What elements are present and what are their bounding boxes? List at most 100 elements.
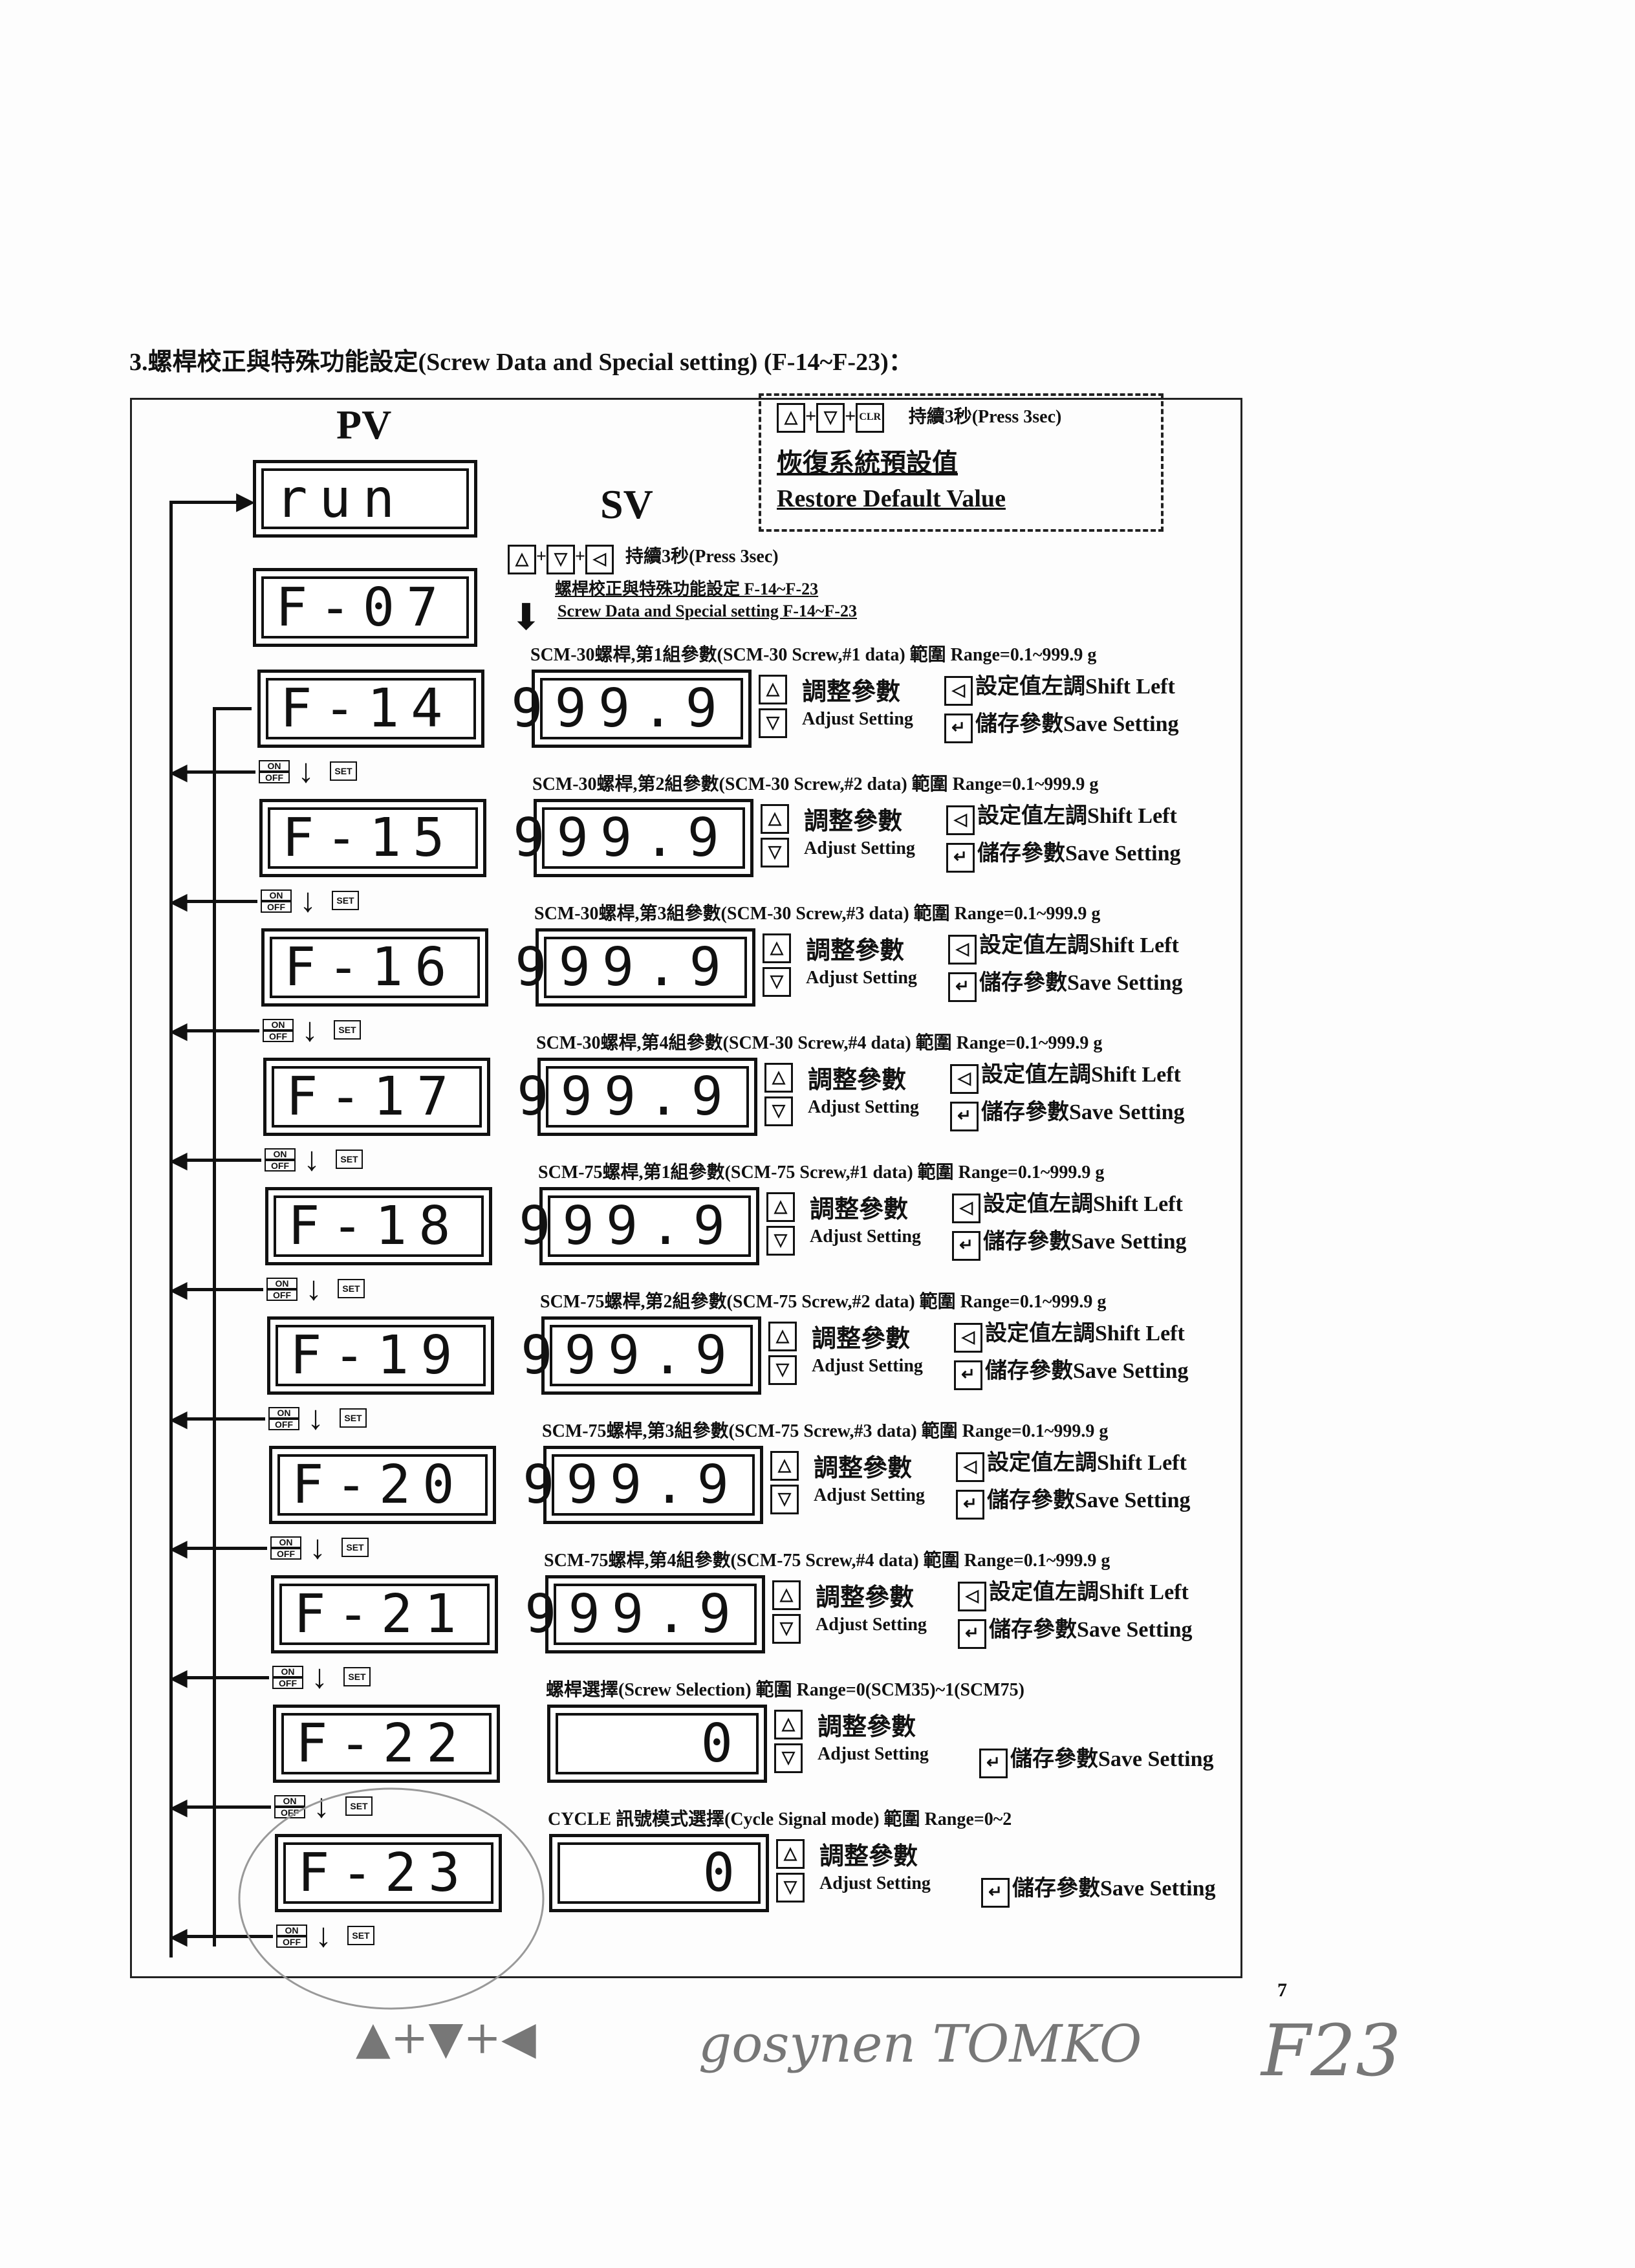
- sv-value: 0: [558, 1842, 761, 1904]
- down-button-icon[interactable]: ▽: [759, 708, 787, 738]
- save-row: ↵ 儲存參數Save Setting: [948, 965, 1183, 1003]
- save-row: ↵ 儲存參數Save Setting: [956, 1482, 1191, 1520]
- up-button-icon[interactable]: △: [776, 1839, 805, 1869]
- arrow-down-icon: ↓: [299, 882, 316, 919]
- enter-button-icon[interactable]: ↵: [979, 1749, 1008, 1779]
- return-arrow: [178, 900, 257, 903]
- sv-value: 999.9: [523, 1454, 755, 1516]
- down-button-icon[interactable]: ▽: [766, 1226, 795, 1256]
- save-row: ↵ 儲存參數Save Setting: [981, 1870, 1216, 1908]
- pv-run-text: run: [261, 468, 469, 530]
- up-button-icon[interactable]: △: [766, 1192, 795, 1222]
- set-key-icon: SET: [341, 1538, 369, 1557]
- off-text: OFF: [266, 1289, 298, 1301]
- enter-button-icon[interactable]: ↵: [981, 1878, 1010, 1908]
- shift-left-row: ◁ 設定值左調Shift Left: [958, 1574, 1189, 1612]
- adjust-buttons: △ ▽: [759, 675, 787, 738]
- sv-value: 999.9: [511, 678, 743, 739]
- shift-left-button-icon[interactable]: ◁: [948, 935, 977, 965]
- up-key-icon: △: [777, 403, 805, 433]
- down-button-icon[interactable]: ▽: [764, 1096, 793, 1126]
- enter-button-icon[interactable]: ↵: [944, 714, 973, 744]
- shift-left-button-icon[interactable]: ◁: [954, 1323, 982, 1353]
- sv-value: 0: [556, 1713, 759, 1774]
- row-caption: SCM-30螺桿,第2組參數(SCM-30 Screw,#2 data) 範圍 …: [532, 774, 1099, 794]
- adjust-buttons: △ ▽: [770, 1451, 799, 1514]
- up-button-icon[interactable]: △: [761, 804, 789, 834]
- off-text: OFF: [263, 1030, 294, 1042]
- adjust-buttons: △ ▽: [763, 933, 791, 997]
- adjust-zh: 調整參數: [806, 937, 905, 965]
- down-button-icon[interactable]: ▽: [761, 838, 789, 867]
- enter-button-icon[interactable]: ↵: [956, 1490, 984, 1520]
- enter-button-icon[interactable]: ↵: [948, 972, 977, 1003]
- shift-left-button-icon[interactable]: ◁: [958, 1582, 986, 1612]
- enter-button-icon[interactable]: ↵: [954, 1360, 982, 1391]
- pv-f07-text: F-07: [261, 576, 469, 638]
- down-button-icon[interactable]: ▽: [763, 967, 791, 997]
- up-button-icon[interactable]: △: [763, 933, 791, 963]
- shift-left-button-icon[interactable]: ◁: [952, 1194, 980, 1224]
- adjust-en: Adjust Setting: [804, 838, 915, 858]
- pv-code: F-17: [272, 1066, 482, 1128]
- pv-display-f-15: F-15: [259, 799, 486, 877]
- save-label: 儲存參數Save Setting: [1010, 1747, 1214, 1771]
- up-button-icon[interactable]: △: [764, 1063, 793, 1093]
- row-caption: SCM-30螺桿,第1組參數(SCM-30 Screw,#1 data) 範圍 …: [530, 645, 1097, 665]
- up-button-icon[interactable]: △: [770, 1451, 799, 1481]
- adjust-en: Adjust Setting: [812, 1356, 923, 1376]
- shift-left-row: ◁ 設定值左調Shift Left: [956, 1445, 1187, 1483]
- plus: +: [536, 547, 547, 567]
- down-button-icon[interactable]: ▽: [772, 1614, 801, 1644]
- save-label: 儲存參數Save Setting: [985, 1359, 1189, 1383]
- down-button-icon[interactable]: ▽: [770, 1485, 799, 1514]
- down-button-icon[interactable]: ▽: [776, 1873, 805, 1903]
- up-button-icon[interactable]: △: [759, 675, 787, 704]
- adjust-zh: 調整參數: [808, 1067, 907, 1094]
- shift-left-button-icon[interactable]: ◁: [946, 805, 975, 836]
- adjust-buttons: △ ▽: [768, 1322, 797, 1385]
- shift-left-label: 設定值左調Shift Left: [983, 1192, 1183, 1216]
- adjust-en: Adjust Setting: [810, 1227, 921, 1247]
- up-button-icon[interactable]: △: [772, 1580, 801, 1610]
- pv-display-run: run: [253, 460, 477, 538]
- on-text: ON: [272, 1666, 303, 1677]
- enter-button-icon[interactable]: ↵: [958, 1619, 986, 1650]
- set-key-icon: SET: [334, 1020, 361, 1040]
- down-button-icon[interactable]: ▽: [768, 1355, 797, 1385]
- down-button-icon[interactable]: ▽: [774, 1743, 803, 1773]
- arrow-left-icon: ◀: [169, 1147, 188, 1173]
- sv-value: 999.9: [519, 1195, 751, 1257]
- handwritten-note: gosynen TOMKO: [698, 2014, 1142, 2074]
- set-key-icon: SET: [347, 1926, 374, 1945]
- shift-left-button-icon[interactable]: ◁: [944, 676, 973, 706]
- up-button-icon[interactable]: △: [774, 1710, 803, 1739]
- enter-button-icon[interactable]: ↵: [952, 1231, 980, 1261]
- sv-display: 999.9: [519, 1187, 759, 1265]
- off-text: OFF: [261, 901, 292, 913]
- arrow-left-icon: ◀: [169, 1406, 188, 1432]
- save-row: ↵ 儲存參數Save Setting: [952, 1223, 1187, 1261]
- shift-left-button-icon[interactable]: ◁: [956, 1452, 984, 1483]
- up-button-icon[interactable]: △: [768, 1322, 797, 1351]
- shift-left-label: 設定值左調Shift Left: [989, 1580, 1189, 1604]
- arrow-down-icon: ↓: [311, 1659, 328, 1696]
- pv-code: F-20: [277, 1454, 488, 1516]
- set-key-icon: SET: [336, 1150, 363, 1169]
- enter-button-icon[interactable]: ↵: [950, 1102, 979, 1132]
- clr-key-icon: CLR: [856, 403, 885, 433]
- sv-display: 999.9: [523, 1446, 763, 1524]
- shift-left-row: ◁ 設定值左調Shift Left: [952, 1186, 1183, 1224]
- shift-left-button-icon[interactable]: ◁: [950, 1064, 979, 1095]
- save-label: 儲存參數Save Setting: [975, 712, 1179, 736]
- save-label: 儲存參數Save Setting: [1012, 1877, 1216, 1901]
- on-text: ON: [270, 1536, 301, 1548]
- on-text: ON: [276, 1925, 307, 1936]
- pv-code: F-23: [283, 1842, 493, 1904]
- enter-button-icon[interactable]: ↵: [946, 843, 975, 873]
